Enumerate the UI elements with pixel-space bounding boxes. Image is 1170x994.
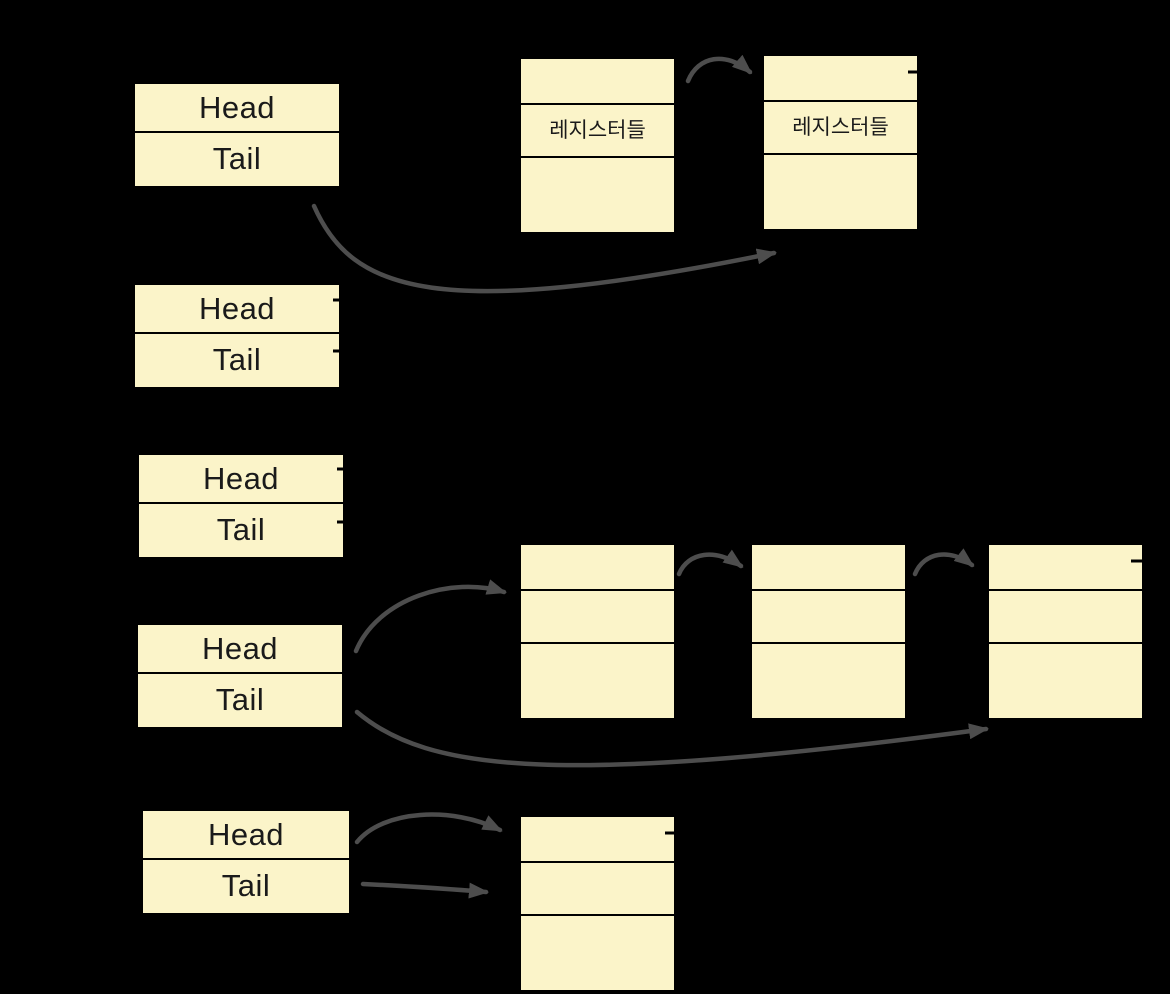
node2-registers-cell: 레지스터들 — [764, 102, 917, 155]
queue2-tail-label: Tail — [212, 341, 262, 377]
nodeC-middle-cell — [989, 591, 1142, 644]
node2-bottom-cell — [764, 155, 917, 225]
queue2-tail-cell: Tail — [135, 334, 339, 384]
node1-next-cell — [521, 59, 674, 105]
arrow-node1-to-node2 — [685, 54, 753, 84]
tcb-node-2: 레지스터들 — [762, 54, 919, 231]
queue4-head-label: Head — [201, 631, 279, 666]
queue-box-5: Head Tail — [141, 809, 351, 915]
queue1-tail-label: Tail — [212, 140, 262, 176]
nodeA-next-cell — [521, 545, 674, 591]
nodeB-middle-cell — [752, 591, 905, 644]
queue-box-1: Head Tail — [133, 82, 341, 188]
tcb-node-1: 레지스터들 — [519, 57, 676, 234]
nodeB-bottom-cell — [752, 644, 905, 714]
node2-registers-label: 레지스터들 — [792, 116, 889, 139]
queue1-head-label: Head — [198, 90, 276, 125]
nodeB-next-cell — [752, 545, 905, 591]
queue4-tail-label: Tail — [215, 681, 265, 717]
queue1-head-cell: Head — [135, 84, 339, 133]
nodeA-bottom-cell — [521, 644, 674, 714]
node1-registers-cell: 레지스터들 — [521, 105, 674, 158]
queue3-tail-label: Tail — [216, 511, 266, 547]
queue-box-2: Head Tail — [133, 283, 341, 389]
queue3-head-label: Head — [202, 461, 280, 496]
nodeA-middle-cell — [521, 591, 674, 644]
tcb-node-C — [987, 543, 1144, 720]
queue5-tail-label: Tail — [221, 867, 271, 903]
queue4-head-cell: Head — [138, 625, 342, 674]
queue4-tail-cell: Tail — [138, 674, 342, 724]
queue3-head-cell: Head — [139, 455, 343, 504]
queue5-tail-cell: Tail — [143, 860, 349, 910]
arrow-nodeA-to-nodeB — [676, 549, 744, 577]
queue-box-3: Head Tail — [137, 453, 345, 559]
node6-bottom-cell — [521, 916, 674, 986]
arrow-queue5-head-to-node6 — [354, 812, 503, 845]
queue2-head-cell: Head — [135, 285, 339, 334]
queue3-tail-cell: Tail — [139, 504, 343, 554]
node6-next-cell — [521, 817, 674, 863]
tcb-node-A — [519, 543, 676, 720]
tcb-node-6 — [519, 815, 676, 992]
queue2-head-label: Head — [198, 291, 276, 326]
queue1-tail-cell: Tail — [135, 133, 339, 183]
node2-next-cell — [764, 56, 917, 102]
queue5-head-cell: Head — [143, 811, 349, 860]
nodeC-next-cell — [989, 545, 1142, 591]
node1-registers-label: 레지스터들 — [549, 119, 646, 142]
arrow-queue4-head-to-nodeA — [353, 579, 507, 654]
queue5-head-label: Head — [207, 817, 285, 852]
nodeC-bottom-cell — [989, 644, 1142, 714]
queue-box-4: Head Tail — [136, 623, 344, 729]
tcb-node-B — [750, 543, 907, 720]
arrow-nodeB-to-nodeC — [912, 548, 975, 577]
node6-middle-cell — [521, 863, 674, 916]
arrow-queue5-tail-to-node6 — [360, 881, 489, 899]
node1-bottom-cell — [521, 158, 674, 228]
